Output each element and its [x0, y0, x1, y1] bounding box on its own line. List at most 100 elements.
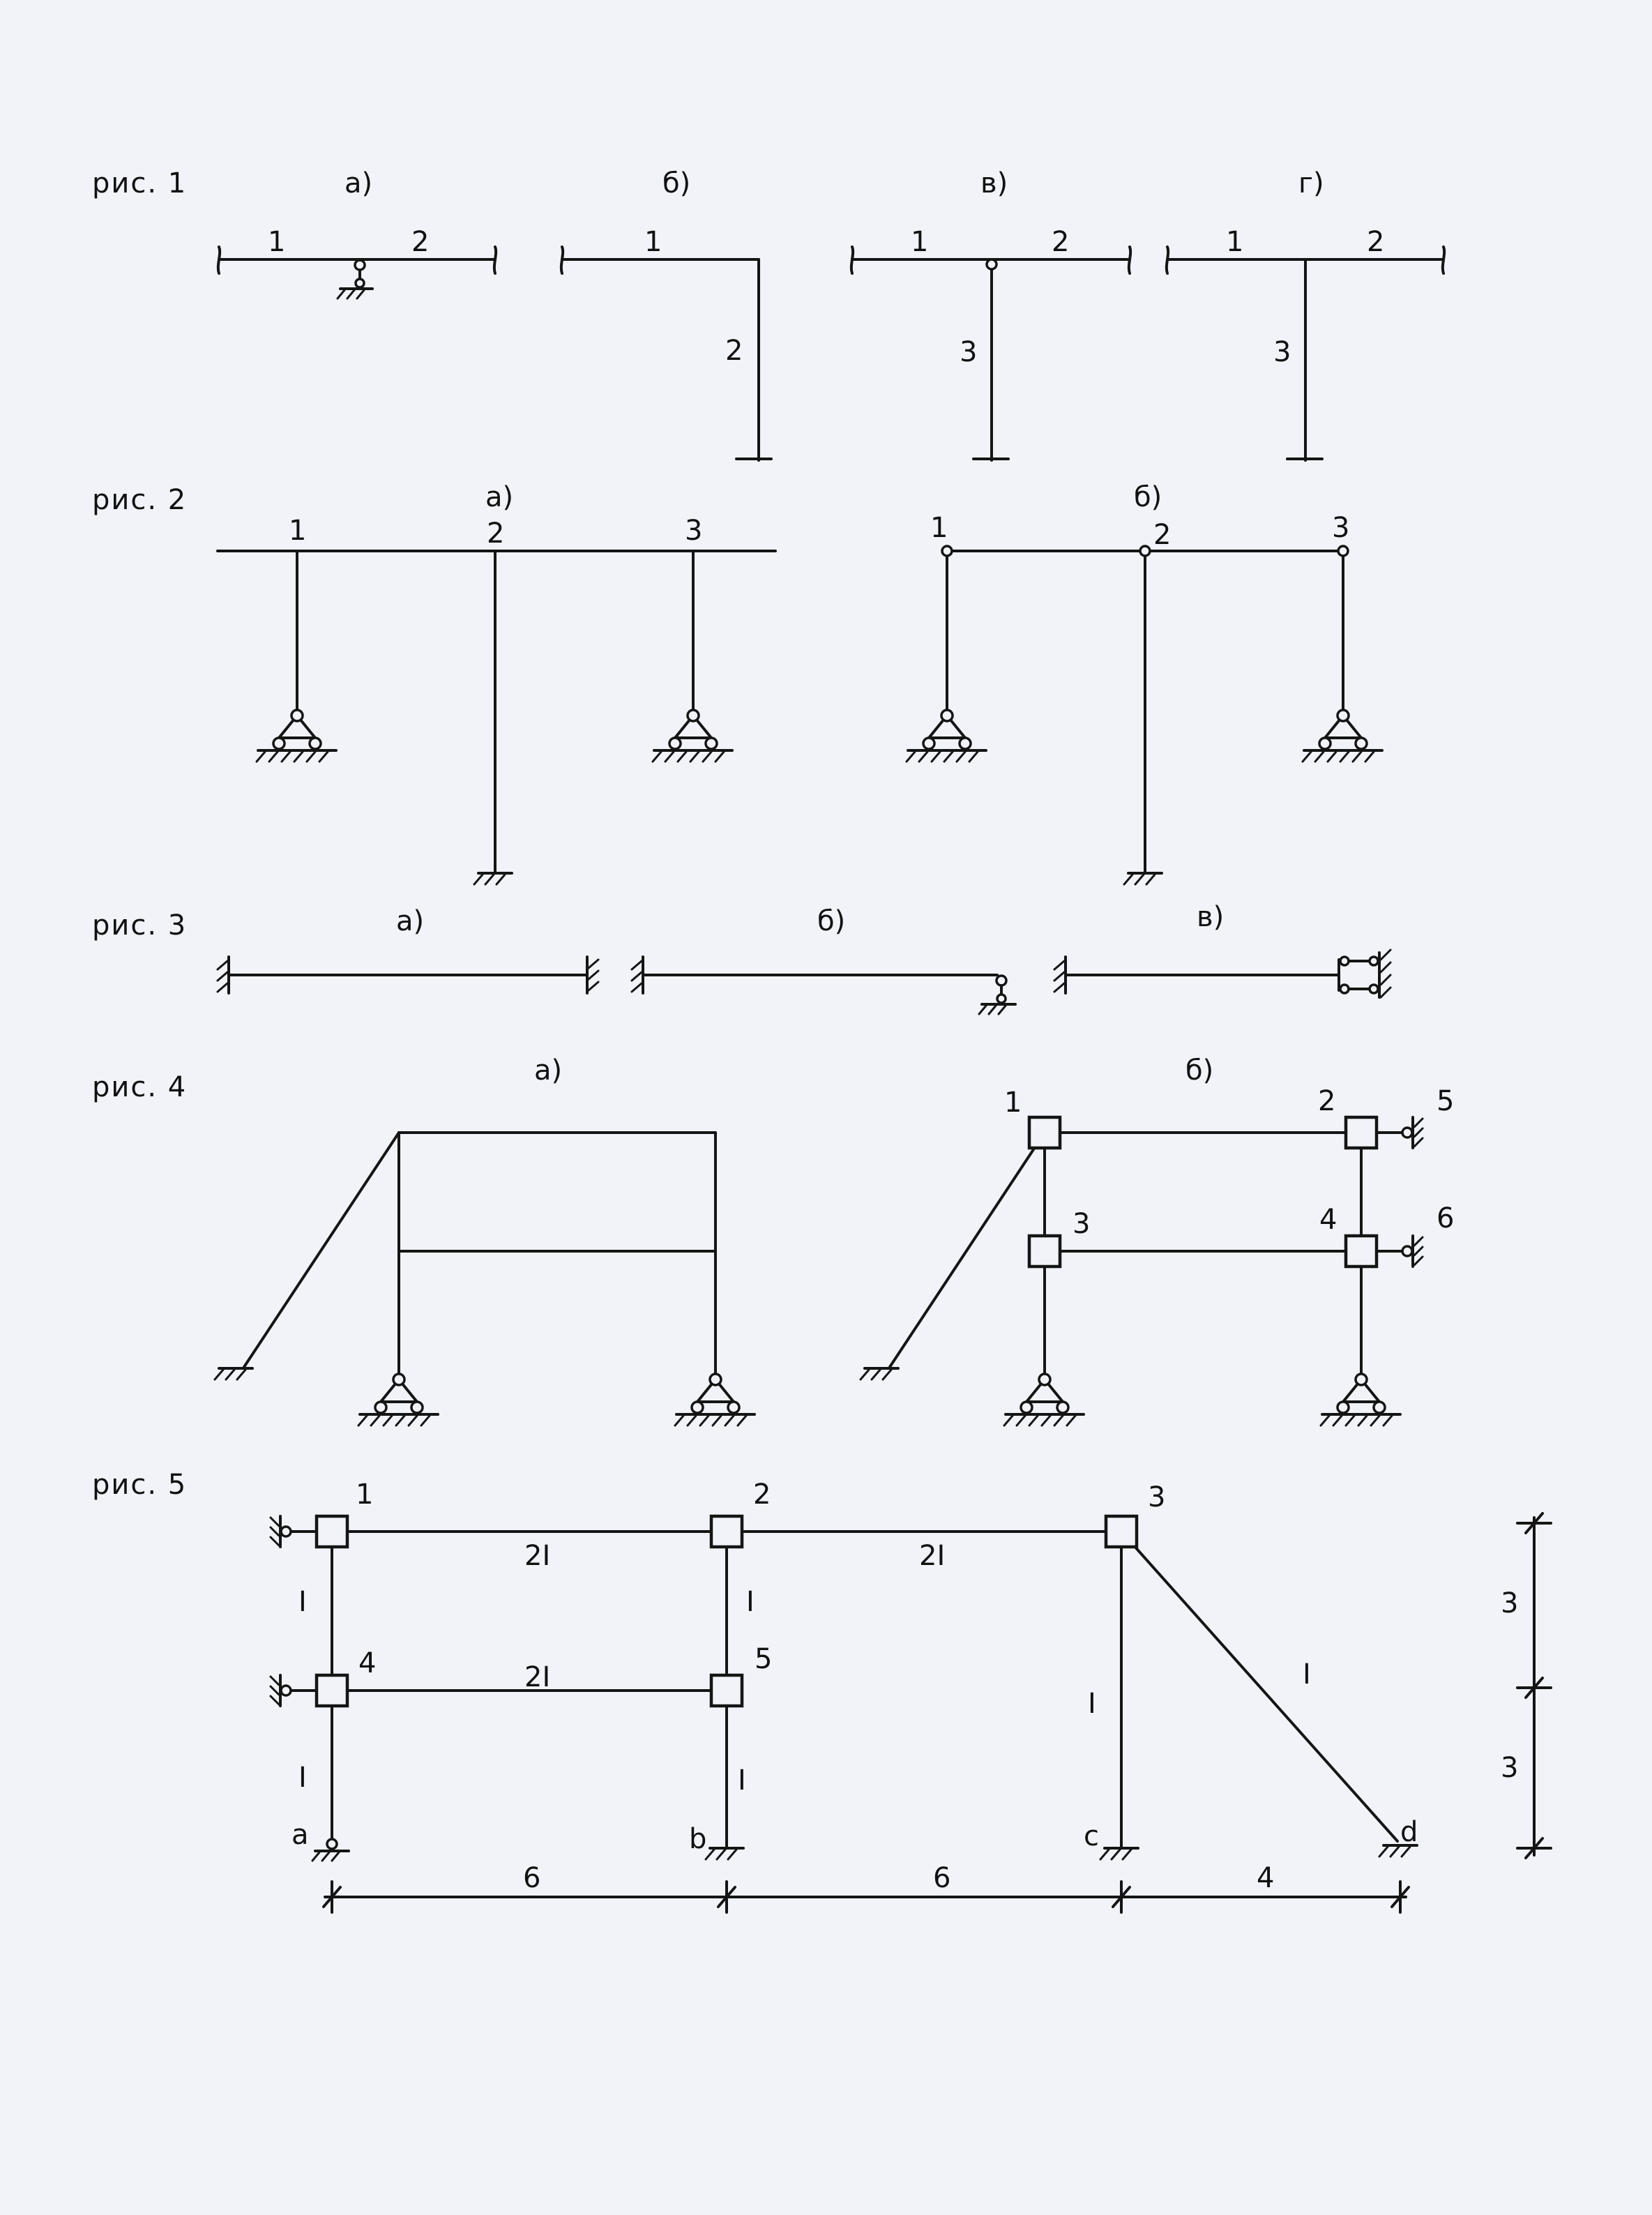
fixed-support [1123, 872, 1163, 886]
rigid-joint-4 [315, 1673, 349, 1708]
member-number: 3 [1273, 336, 1291, 368]
member-number: 1 [911, 226, 928, 258]
fixed-support [859, 1367, 900, 1381]
pin-support [336, 259, 374, 300]
figure-3b-label: б) [817, 905, 845, 937]
stiffness-label: 2I [524, 1540, 550, 1572]
figure-4b: б) 1 2 3 4 5 6 [859, 1054, 1454, 1427]
horizontal-dimensions: 6 6 4 [322, 1862, 1410, 1914]
height-label: 3 [1501, 1752, 1518, 1784]
fixed-wall [1053, 955, 1067, 995]
node-number: 3 [1148, 1481, 1165, 1513]
figure-5-label: рис. 5 [92, 1469, 187, 1501]
cut-mark [1441, 245, 1446, 275]
node-number: 3 [1332, 512, 1349, 544]
hinge [941, 545, 953, 557]
node-number: 4 [358, 1647, 376, 1679]
node-number: 5 [755, 1643, 772, 1675]
member-number: 2 [1052, 226, 1069, 258]
rigid-joint-5 [709, 1673, 744, 1708]
support-letter: a [291, 1819, 309, 1851]
stiffness-label: I [298, 1586, 307, 1618]
figure-3a-label: а) [396, 905, 424, 937]
cut-mark [849, 245, 855, 275]
figure-2b: б) 1 2 3 [905, 481, 1384, 886]
figure-2-label: рис. 2 [92, 484, 187, 516]
rigid-joint-2 [709, 1514, 744, 1549]
roller-support [255, 709, 338, 763]
member-number: 2 [725, 335, 743, 367]
roller-support [1301, 709, 1384, 763]
roller-support [651, 709, 734, 763]
node-number: 2 [1318, 1085, 1335, 1117]
stiffness-label: 2I [524, 1661, 550, 1693]
cut-mark [1127, 245, 1132, 275]
hinge [1139, 545, 1151, 557]
fixed-wall [216, 955, 230, 995]
figure-3c-label: в) [1197, 901, 1224, 933]
figure-1d: г) 1 2 3 [1165, 167, 1446, 462]
node-number: 1 [930, 512, 948, 544]
rigid-joint-1 [315, 1514, 349, 1549]
vertical-dimensions: 3 3 [1501, 1512, 1552, 1859]
span-label: 6 [933, 1862, 950, 1894]
fixed-support [473, 872, 513, 886]
link-support [1375, 1116, 1424, 1149]
fixed-support-c [1099, 1847, 1139, 1861]
fixed-wall [630, 955, 644, 995]
figure-2a-label: а) [485, 481, 513, 513]
stiffness-label: I [1088, 1688, 1096, 1720]
cut-mark [1165, 245, 1170, 275]
node-number: 5 [1437, 1085, 1454, 1117]
cut-mark [559, 245, 565, 275]
member-number: 3 [960, 336, 977, 368]
member-number: 1 [1226, 226, 1243, 258]
sliding-clamp [1337, 948, 1392, 999]
brace-3-d [1120, 1530, 1399, 1843]
figure-4: рис. 4 а) б) [92, 1054, 1454, 1427]
roller-support [905, 709, 987, 763]
roller-support [357, 1373, 439, 1427]
link-support [269, 1674, 318, 1707]
node-number: 3 [1073, 1208, 1090, 1240]
fixed-wall [586, 955, 600, 995]
stiffness-label: I [298, 1762, 307, 1794]
pin-support-a [311, 1838, 350, 1862]
figure-3-label: рис. 3 [92, 909, 187, 942]
stiffness-label: I [1303, 1658, 1311, 1691]
figure-2b-label: б) [1134, 481, 1162, 513]
node-number: 2 [753, 1479, 771, 1511]
stiffness-label: 2I [919, 1540, 945, 1572]
figure-2a: а) 1 2 3 [216, 481, 777, 886]
fixed-support-b [704, 1847, 745, 1861]
figure-4a-label: а) [534, 1054, 562, 1087]
node-number: 1 [289, 515, 306, 547]
figure-1d-label: г) [1298, 167, 1324, 199]
rigid-joint [1344, 1115, 1379, 1150]
rigid-joint [1027, 1115, 1062, 1150]
member-number: 1 [268, 226, 285, 258]
span-label: 4 [1257, 1862, 1274, 1894]
node-number: 2 [1153, 519, 1171, 551]
figure-1-label: рис. 1 [92, 167, 187, 199]
rigid-joint [1027, 1234, 1062, 1269]
hinge [1337, 545, 1349, 557]
rigid-joint-3 [1104, 1514, 1139, 1549]
pin-support [978, 974, 1017, 1015]
figure-1c-label: в) [980, 167, 1008, 199]
node-number: 1 [356, 1479, 373, 1511]
height-label: 3 [1501, 1587, 1518, 1619]
figure-1a: а) 1 2 [216, 167, 498, 300]
figure-3: рис. 3 а) б) в) [92, 901, 1392, 1015]
cut-mark [216, 245, 222, 275]
stiffness-label: I [738, 1764, 746, 1797]
node-number: 1 [1004, 1087, 1022, 1119]
support-letter: b [689, 1823, 706, 1855]
node-number: 4 [1319, 1204, 1337, 1236]
figure-4b-label: б) [1185, 1054, 1213, 1087]
member-number: 2 [1367, 226, 1384, 258]
figure-3c: в) [1053, 901, 1392, 999]
hinge [985, 258, 998, 271]
node-number: 3 [685, 515, 702, 547]
